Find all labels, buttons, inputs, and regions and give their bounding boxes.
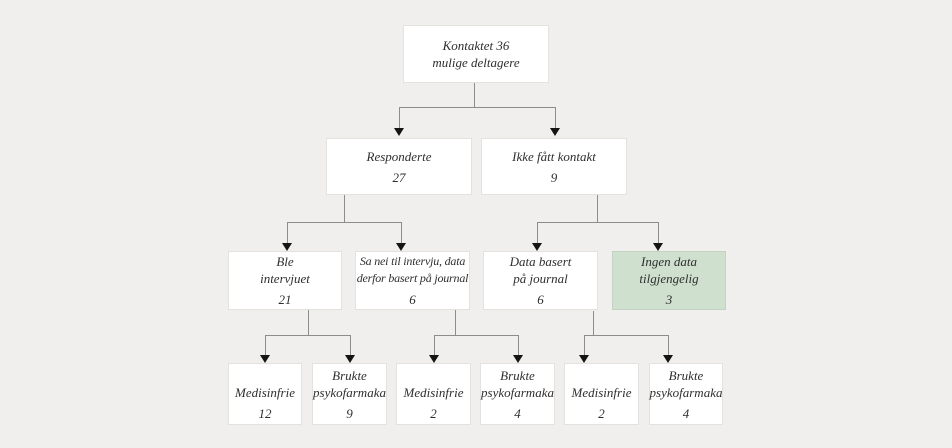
connector-line-v xyxy=(668,335,669,356)
connector-line-v xyxy=(344,195,345,223)
node-count: 21 xyxy=(278,292,292,307)
arrowhead-down-icon xyxy=(429,355,439,363)
connector-line-v xyxy=(434,335,435,356)
connector-line-v xyxy=(537,222,538,244)
node-count: 4 xyxy=(514,405,521,421)
connector-line-v xyxy=(455,310,456,336)
node-sa-nei-til-intervju: Sa nei til intervju, data derfor basert … xyxy=(355,251,470,310)
node-label: Sa nei til intervju, data derfor basert … xyxy=(356,254,469,285)
node-label: Ble intervjuet xyxy=(260,254,310,286)
node-count: 9 xyxy=(346,405,353,421)
connector-line-v xyxy=(265,335,266,356)
arrowhead-down-icon xyxy=(513,355,523,363)
connector-line-v xyxy=(518,335,519,356)
node-brukte-psykofarmaka-1: Brukte psykofarmaka 9 xyxy=(312,363,387,425)
node-label: Data basert på journal xyxy=(509,254,572,286)
node-label: Brukte psykofarmaka xyxy=(313,367,386,400)
connector-line-v xyxy=(401,222,402,244)
arrowhead-down-icon xyxy=(345,355,355,363)
node-count: 6 xyxy=(409,292,416,307)
node-count: 27 xyxy=(392,169,406,185)
connector-line-v xyxy=(474,83,475,108)
connector-line-v xyxy=(584,335,585,356)
connector-line-h xyxy=(434,335,519,336)
node-kontaktet-mulige-deltagere: Kontaktet 36 mulige deltagere xyxy=(403,25,549,83)
node-label: Responderte xyxy=(366,148,432,164)
node-count: 4 xyxy=(682,405,690,421)
node-ingen-data-tilgjengelig: Ingen data tilgjengelig 3 xyxy=(612,251,726,310)
connector-line-v xyxy=(597,195,598,223)
node-medisinfrie-2: Medisinfrie 2 xyxy=(396,363,471,425)
node-count: 2 xyxy=(598,405,605,421)
node-label: Kontaktet 36 mulige deltagere xyxy=(432,38,520,70)
node-count: 12 xyxy=(258,405,272,421)
connector-line-v xyxy=(593,311,594,336)
node-label: Ikke fått kontakt xyxy=(512,148,596,164)
node-brukte-psykofarmaka-3: Brukte psykofarmaka 4 xyxy=(649,363,723,425)
node-medisinfrie-3: Medisinfrie 2 xyxy=(564,363,639,425)
arrowhead-down-icon xyxy=(532,243,542,251)
arrowhead-down-icon xyxy=(282,243,292,251)
node-ikke-fatt-kontakt: Ikke fått kontakt 9 xyxy=(481,138,627,195)
connector-line-h xyxy=(399,107,556,108)
node-label: Medisinfrie xyxy=(571,384,632,400)
connector-line-v xyxy=(287,222,288,244)
arrowhead-down-icon xyxy=(394,128,404,136)
node-ble-intervjuet: Ble intervjuet 21 xyxy=(228,251,342,310)
arrowhead-down-icon xyxy=(663,355,673,363)
node-label: Ingen data tilgjengelig xyxy=(639,254,699,286)
connector-line-v xyxy=(308,310,309,336)
node-label: Medisinfrie xyxy=(403,384,464,400)
node-count: 3 xyxy=(665,292,673,307)
arrowhead-down-icon xyxy=(260,355,270,363)
connector-line-h xyxy=(584,335,669,336)
arrowhead-down-icon xyxy=(653,243,663,251)
arrowhead-down-icon xyxy=(396,243,406,251)
node-count: 9 xyxy=(550,169,558,185)
connector-line-v xyxy=(658,222,659,244)
node-label: Brukte psykofarmaka xyxy=(649,367,723,400)
node-data-basert-pa-journal: Data basert på journal 6 xyxy=(483,251,598,310)
node-label: Brukte psykofarmaka xyxy=(481,367,554,400)
arrowhead-down-icon xyxy=(550,128,560,136)
node-responderte: Responderte 27 xyxy=(326,138,472,195)
node-count: 2 xyxy=(430,405,437,421)
connector-line-h xyxy=(265,335,351,336)
node-brukte-psykofarmaka-2: Brukte psykofarmaka 4 xyxy=(480,363,555,425)
arrowhead-down-icon xyxy=(579,355,589,363)
node-count: 6 xyxy=(537,292,544,307)
connector-line-v xyxy=(399,107,400,129)
connector-line-v xyxy=(555,107,556,129)
connector-line-h xyxy=(537,222,659,223)
node-label: Medisinfrie xyxy=(235,384,295,400)
connector-line-v xyxy=(350,335,351,356)
node-medisinfrie-1: Medisinfrie 12 xyxy=(228,363,302,425)
connector-line-h xyxy=(287,222,402,223)
